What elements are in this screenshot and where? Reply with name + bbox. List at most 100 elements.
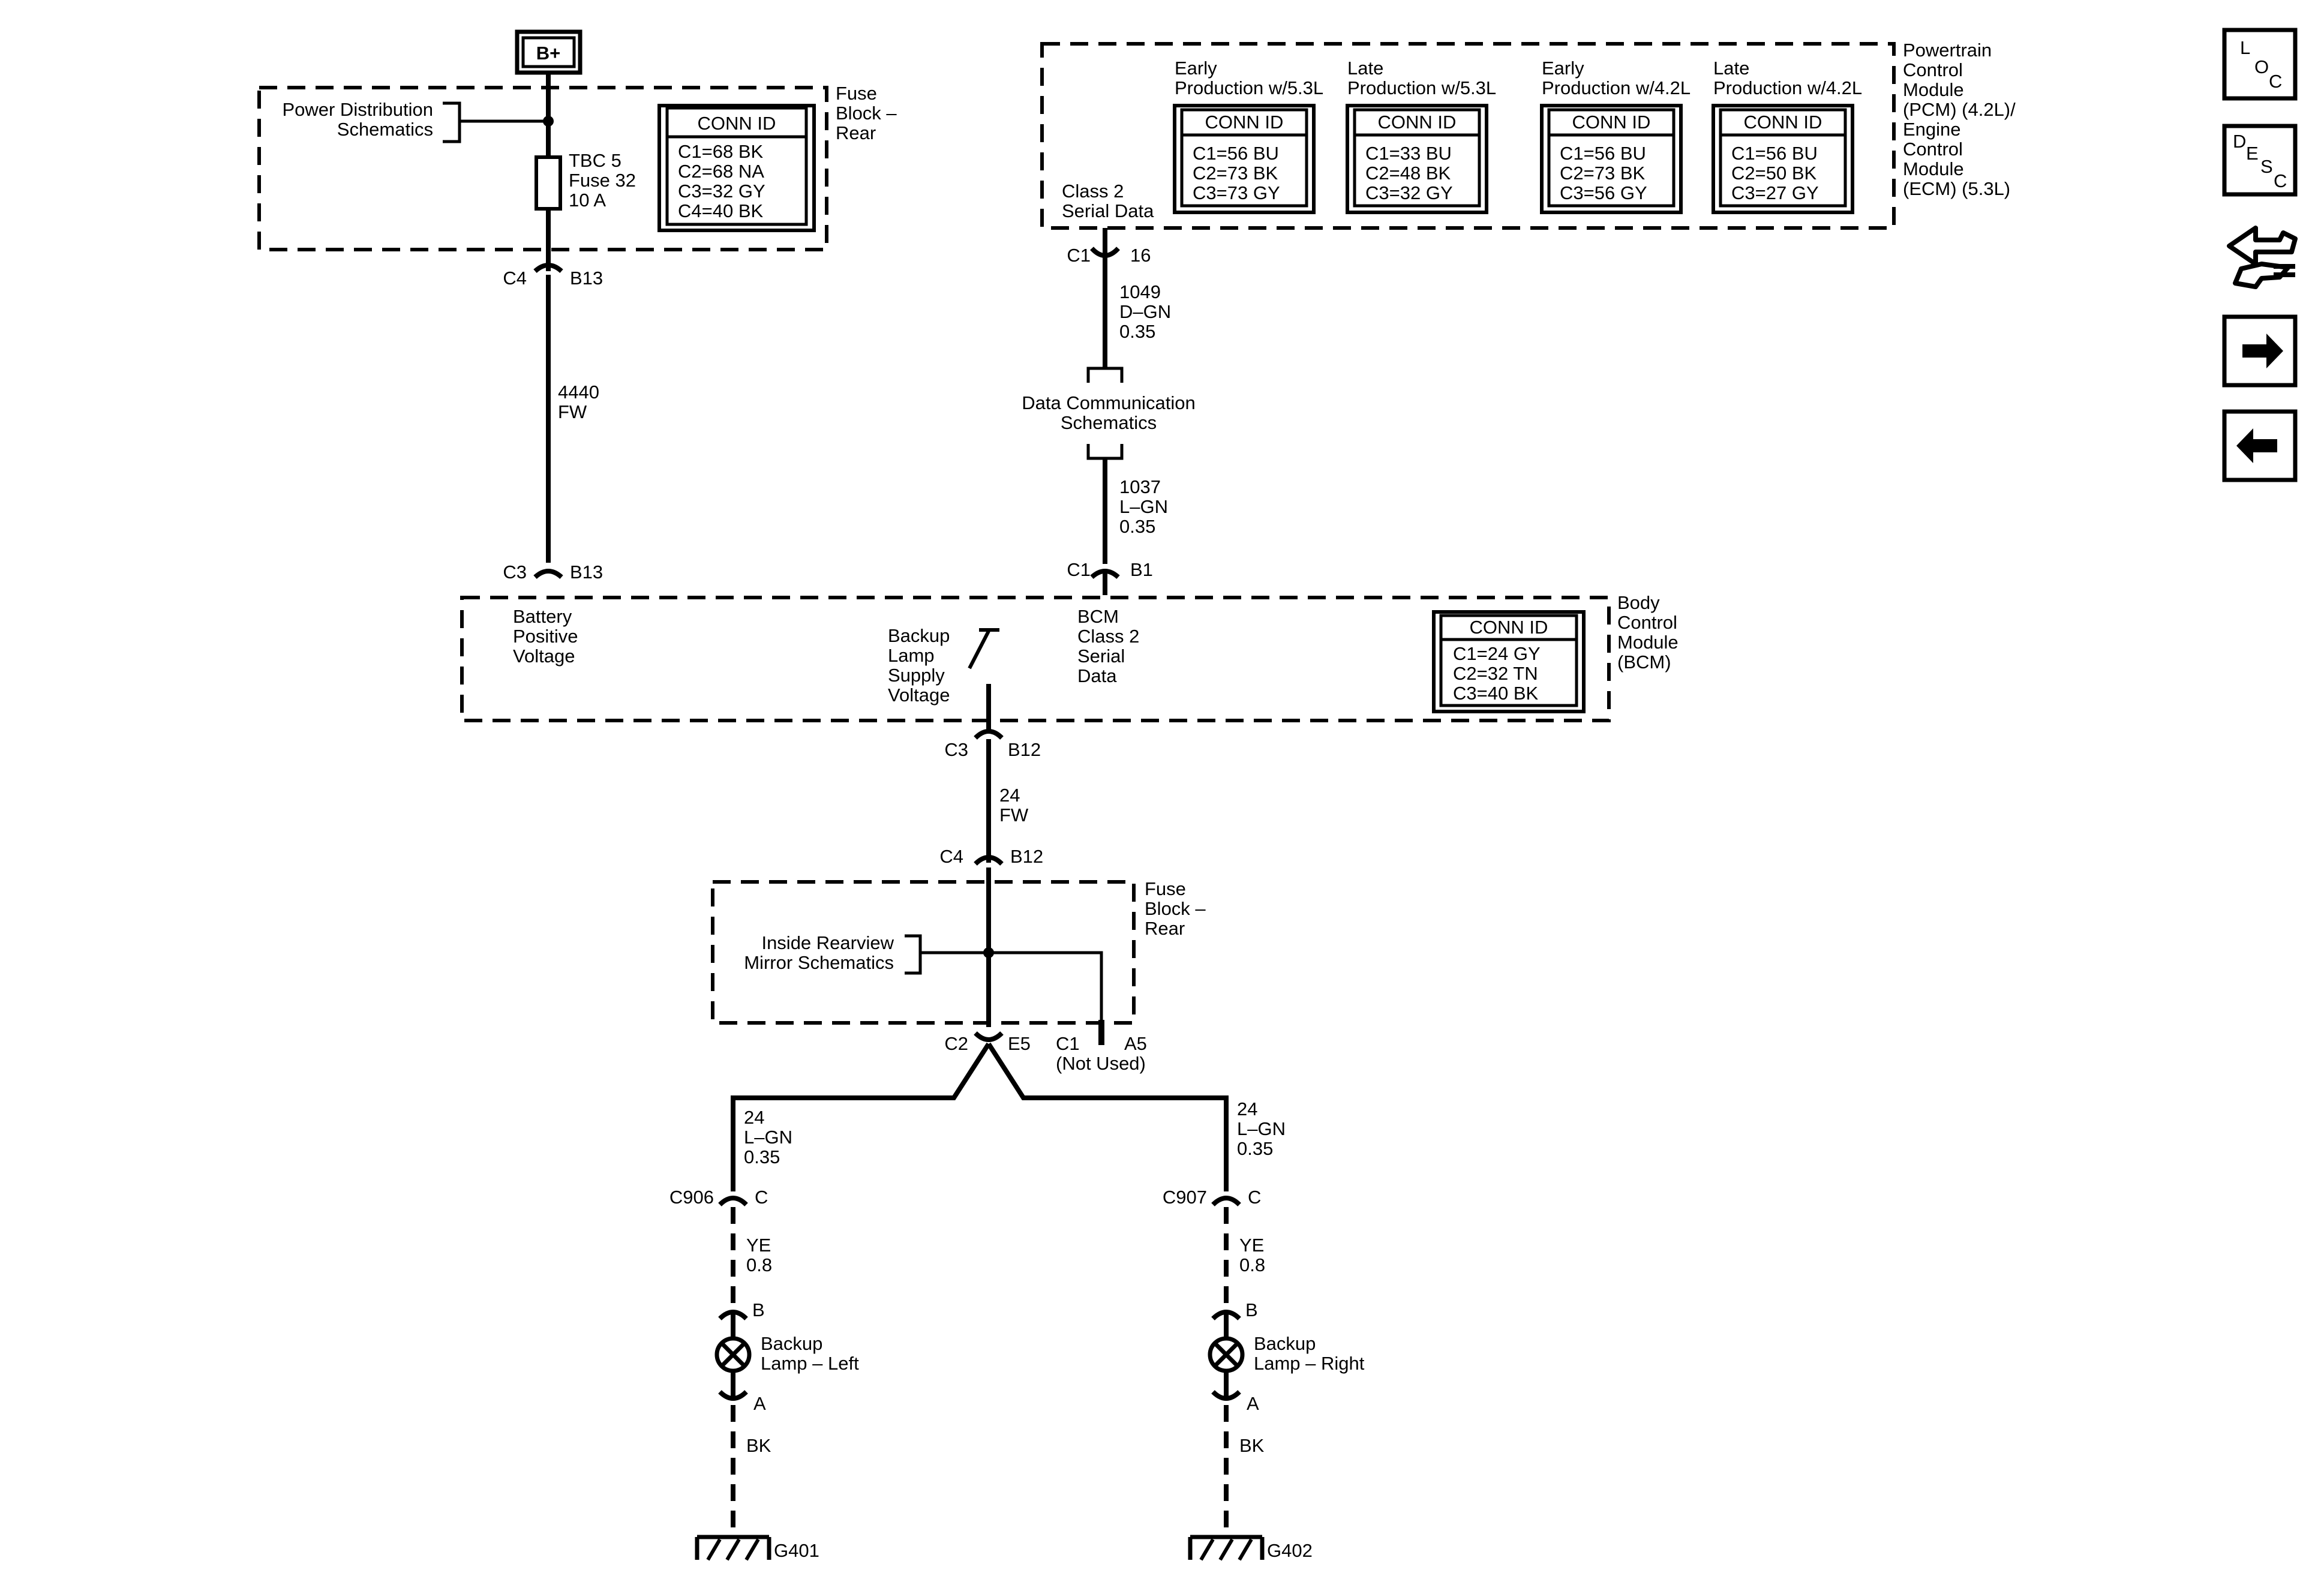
wire-branch-left — [731, 1042, 991, 1191]
backup-lamp-switch-icon — [968, 628, 999, 733]
connector-left-a-icon — [718, 1390, 748, 1401]
fuse-block-bottom-title-line: Fuse — [1145, 878, 1186, 899]
conn-b13-label-bcm: B13 — [570, 562, 603, 583]
variant-label: Early — [1175, 58, 1217, 79]
fuse-block-bottom-title-line: Block – — [1145, 898, 1206, 919]
conn-row: C3=32 GY — [678, 181, 765, 202]
desc-button[interactable]: D E S C — [2222, 124, 2298, 197]
pcm-title-line: Module — [1903, 79, 1964, 100]
previous-arrow-icon — [2236, 428, 2277, 463]
left-pin-a-label: A — [753, 1393, 766, 1414]
fuse-label-1: TBC 5 — [569, 150, 621, 171]
fuse-label-3: 10 A — [569, 190, 606, 211]
left-lamp-label: Lamp – Left — [761, 1353, 859, 1374]
ground-g402-label: G402 — [1267, 1540, 1313, 1561]
conn-b1-label: B1 — [1130, 559, 1153, 580]
conn-a5-label: A5 — [1124, 1033, 1147, 1054]
backup-lamp-right-icon — [1208, 1336, 1245, 1373]
connector-c2-e5-icon — [974, 1031, 1004, 1042]
conn-row: C2=68 NA — [678, 161, 764, 182]
right-pin-a-label: A — [1247, 1393, 1259, 1414]
battery-positive-terminal: B+ — [515, 29, 582, 75]
bcm-battery-line: Battery — [513, 606, 572, 627]
pcm-conn-variant-late-5-3: Late Production w/5.3L CONN ID C1=33 BU … — [1346, 58, 1496, 214]
mirror-schematics-ref-1[interactable]: Inside Rearview — [761, 932, 894, 953]
conn-row: C2=73 BK — [1193, 163, 1278, 184]
pcm-title-line: Powertrain — [1903, 40, 1992, 61]
conn-row: C2=32 TN — [1453, 663, 1538, 684]
ground-g401-label: G401 — [774, 1540, 819, 1561]
ground-g402-icon — [1188, 1535, 1265, 1561]
left-wire-mid-label: YE — [746, 1235, 771, 1256]
wire-1049-label: D–GN — [1119, 301, 1171, 322]
bcm-backup-line: Supply — [888, 665, 945, 686]
right-wire-top-label: 24 — [1237, 1098, 1257, 1119]
conn-c1-pcm-label: C1 — [1067, 245, 1091, 266]
conn-c3-label: C3 — [503, 562, 527, 583]
conn-c906-label: C906 — [669, 1187, 714, 1208]
power-distribution-ref-2[interactable]: Schematics — [337, 119, 433, 140]
wire-4440-color: FW — [558, 401, 587, 422]
conn-c907-pin-label: C — [1248, 1187, 1261, 1208]
conn-e5-label: E5 — [1008, 1033, 1031, 1054]
conn-row: C2=73 BK — [1560, 163, 1646, 184]
splice-dot — [543, 116, 554, 127]
loc-letter-c: C — [2269, 71, 2282, 92]
mirror-schematics-ref-2[interactable]: Mirror Schematics — [744, 952, 894, 973]
conn-row: C3=56 GY — [1560, 182, 1647, 203]
next-arrow-button[interactable] — [2222, 314, 2298, 388]
data-comm-ref-2[interactable]: Schematics — [1061, 412, 1157, 433]
bcm-title-line: Body — [1617, 592, 1660, 613]
bcm-title: Body Control Module (BCM) — [1617, 592, 1679, 673]
variant-label: Production w/5.3L — [1175, 77, 1323, 98]
pcm-title-line: (PCM) (4.2L)/ — [1903, 99, 2016, 120]
conn-c4-b12-c-label: C4 — [939, 846, 963, 867]
connector-c907-icon — [1211, 1196, 1241, 1206]
connector-c906-icon — [718, 1196, 748, 1206]
conn-id-header: CONN ID — [1470, 617, 1548, 638]
wire-24-fw-label: 24 — [999, 785, 1020, 806]
pcm-title-line: (ECM) (5.3L) — [1903, 178, 2010, 199]
left-wire-top-label: 24 — [744, 1107, 764, 1128]
previous-arrow-button[interactable] — [2222, 409, 2298, 482]
conn-id-header: CONN ID — [1378, 112, 1457, 133]
desc-letter-s: S — [2260, 156, 2273, 177]
connector-c3-b13-icon — [533, 569, 563, 580]
bcm-class2-line: Serial — [1077, 646, 1125, 667]
conn-row: C1=56 BU — [1560, 143, 1646, 164]
pcm-conn-variant-early-4-2: Early Production w/4.2L CONN ID C1=56 BU… — [1540, 58, 1691, 214]
wire-24-fw-label: FW — [999, 804, 1029, 825]
loc-letter-l: L — [2240, 37, 2250, 58]
wire-branch-right — [986, 1042, 1229, 1191]
right-lamp-label: Backup — [1254, 1333, 1316, 1354]
bcm-class2-line: Data — [1077, 665, 1117, 686]
desc-letter-d: D — [2233, 131, 2246, 152]
conn-id-header: CONN ID — [1205, 112, 1284, 133]
bcm-class2-label: BCM Class 2 Serial Data — [1077, 606, 1139, 686]
desc-letter-e: E — [2246, 143, 2259, 164]
pcm-ecm-outline — [1040, 42, 1896, 230]
data-comm-bracket-bottom — [1086, 444, 1124, 460]
conn-id-header: CONN ID — [1572, 112, 1651, 133]
conn-c4-label: C4 — [503, 268, 527, 289]
conn-row: C3=32 GY — [1365, 182, 1453, 203]
data-comm-ref-1[interactable]: Data Communication — [1022, 392, 1195, 413]
fuse-block-top-title-3: Rear — [836, 122, 876, 143]
right-wire-top-label: L–GN — [1237, 1118, 1286, 1139]
conn-c3-b12-c-label: C3 — [944, 739, 968, 760]
conn-row: C3=27 GY — [1731, 182, 1819, 203]
loc-button[interactable]: L O C — [2222, 28, 2298, 101]
bcm-title-line: (BCM) — [1617, 652, 1671, 673]
conn-row: C1=56 BU — [1731, 143, 1818, 164]
bcm-backup-line: Lamp — [888, 645, 935, 666]
conn-id-header: CONN ID — [698, 113, 776, 134]
conn-16-label: 16 — [1130, 245, 1151, 266]
fuse-block-top-title-2: Block – — [836, 103, 897, 124]
connector-c4-b12-icon — [974, 855, 1004, 866]
bcm-battery-line: Positive — [513, 626, 578, 647]
power-distribution-ref-1[interactable]: Power Distribution — [282, 99, 433, 120]
pcm-class2-label-2: Serial Data — [1062, 200, 1154, 221]
wiring-hand-icon[interactable] — [2227, 226, 2298, 289]
bcm-outline — [460, 596, 1611, 722]
wire-1037-label: 0.35 — [1119, 516, 1155, 537]
